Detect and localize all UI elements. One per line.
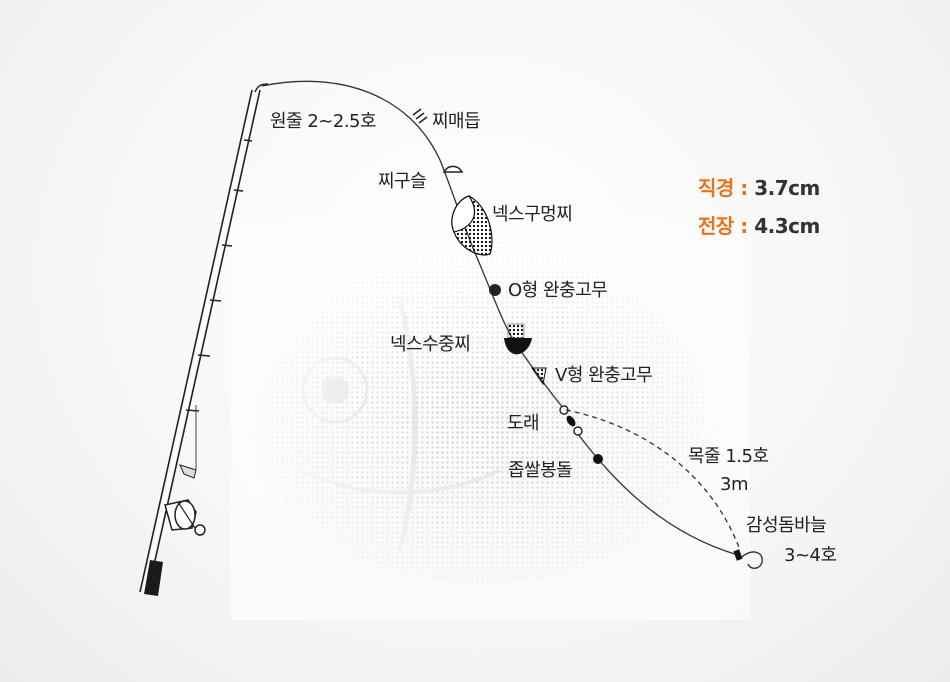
- leader-length-label: 3m: [720, 474, 749, 495]
- hook-name-label: 감성돔바늘: [746, 515, 827, 536]
- spinning-reel: [164, 405, 206, 536]
- o-cushion-label: O형 완충고무: [508, 280, 608, 301]
- v-cushion-rubber-icon: [531, 367, 547, 386]
- length-value: 4.3cm: [754, 214, 820, 238]
- leader-dashed-curve: [565, 409, 741, 551]
- fish-background-illustration: [230, 220, 750, 620]
- v-cushion-label: V형 완충고무: [555, 365, 653, 386]
- o-cushion-rubber-icon: [489, 284, 501, 296]
- split-shot-label: 좁쌀봉돌: [508, 460, 573, 481]
- length-label: 전장 :: [698, 214, 748, 238]
- swivel-label: 도래: [507, 413, 540, 434]
- diameter-spec: 직경 : 3.7cm: [698, 172, 820, 201]
- float-bead-label: 찌구슬: [378, 171, 427, 192]
- leader-line: [577, 433, 739, 556]
- float-stopper-label: 찌매듭: [432, 111, 481, 132]
- length-spec: 전장 : 4.3cm: [698, 210, 820, 239]
- split-shot-sinker-icon: [593, 454, 603, 464]
- float-stopper-knot: [412, 108, 428, 124]
- main-float-label: 넥스구멍찌: [492, 204, 573, 225]
- float-bead-icon: [442, 165, 464, 173]
- diameter-value: 3.7cm: [754, 176, 820, 200]
- hook-icon: [733, 549, 763, 569]
- swivel-icon: [559, 405, 583, 436]
- leader-line-label: 목줄 1.5호: [688, 446, 769, 467]
- hook-size-label: 3~4호: [784, 545, 837, 566]
- main-line-label: 원줄 2~2.5호: [270, 111, 377, 132]
- sub-float-icon: [504, 323, 532, 355]
- fishing-rod: [139, 83, 269, 596]
- sub-float-label: 넥스수중찌: [390, 334, 471, 355]
- diameter-label: 직경 :: [698, 176, 748, 200]
- main-float-icon: [451, 195, 493, 256]
